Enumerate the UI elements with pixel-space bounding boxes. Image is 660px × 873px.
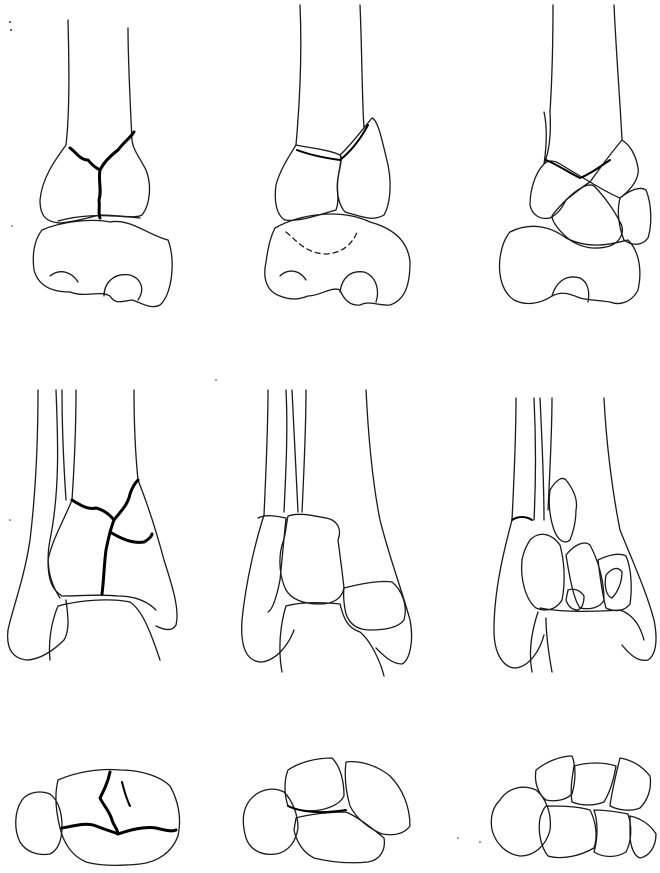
fibula-shaft-line (292, 390, 298, 512)
speck (9, 21, 11, 23)
fracture-line (72, 480, 138, 520)
scan-specks (9, 21, 481, 843)
speck (457, 837, 459, 839)
fibula-shaft-line (62, 390, 66, 500)
comminuted-fragment-3 (566, 543, 604, 609)
fracture-line-vertical (102, 520, 114, 594)
panel-r2-c1 (8, 390, 177, 660)
lateral-fragment (344, 581, 406, 630)
talus-outline (265, 214, 410, 305)
comminuted-fragment-2 (522, 534, 565, 610)
panel-r2-c2 (242, 390, 412, 676)
talus-outline (49, 600, 160, 660)
talus-notch-left (280, 271, 306, 280)
fibula-section (16, 792, 62, 855)
fracture-line-sagittal (100, 772, 118, 834)
fracture-line-coronal (62, 824, 176, 834)
fragment-anterolateral (285, 758, 344, 811)
anterior-spike (544, 112, 550, 164)
fragment-anteromedial (345, 762, 410, 835)
comminuted-fragment-6 (605, 568, 622, 598)
panel-r1-c2 (265, 5, 410, 305)
tibia-shaft-outline-right (614, 5, 622, 140)
speck (9, 519, 11, 521)
fracture-branch (110, 532, 152, 542)
speck (10, 29, 12, 31)
panel-r3-c2 (243, 758, 410, 863)
fragment-4 (539, 806, 596, 858)
medial-fragment (275, 145, 341, 220)
fibula-section (243, 789, 298, 854)
medial-fragment (280, 514, 344, 604)
fragment-1 (535, 756, 575, 801)
talus-notch (340, 272, 378, 302)
talus-dome-dashed (286, 230, 358, 254)
fibula-inner-edge (534, 398, 536, 520)
panel-r1-c1 (33, 20, 172, 307)
medial-fragment (530, 161, 590, 218)
fibula-inner-edge (48, 390, 60, 598)
fragment-posterior (294, 812, 384, 863)
fibula-shaft-line (540, 398, 544, 520)
tibia-shaft-outline-right (366, 390, 412, 664)
joint-line (540, 608, 644, 640)
panel-r1-c3 (500, 5, 651, 304)
panel-r3-c3 (491, 756, 656, 858)
fibular-fragment (258, 516, 286, 612)
fracture-line-vertical (99, 170, 100, 218)
tibia-shaft-outline-right (134, 390, 177, 630)
speck (215, 379, 217, 381)
fracture-line (70, 132, 134, 170)
speck (479, 841, 481, 843)
fragment-6 (630, 816, 656, 858)
panel-r2-c3 (494, 398, 656, 672)
row-1 (33, 5, 651, 307)
fracture-edge (288, 806, 346, 812)
talus-outline (33, 220, 172, 306)
talus-outline (280, 603, 384, 676)
row-3 (16, 756, 656, 865)
fibula-outline (494, 398, 544, 668)
tibia-shaft-outline (296, 5, 301, 145)
speck (11, 225, 13, 227)
fragment-2 (571, 763, 616, 805)
fibula-outline (8, 390, 68, 660)
fracture-line-oblique (122, 782, 130, 806)
tibia-plafond-outline (56, 769, 180, 865)
talus-outline (500, 226, 640, 303)
fibula-section (491, 787, 550, 856)
talus-notch-left (50, 272, 78, 282)
tibia-shaft-outline (550, 5, 553, 112)
comminuted-fragment-5 (566, 589, 584, 610)
fragment-5 (594, 810, 631, 857)
tibia-shaft-outline (302, 390, 306, 512)
row-2 (8, 390, 656, 676)
comminuted-fragment-1 (549, 478, 576, 541)
fracture-edge (512, 517, 532, 520)
panel-r3-c1 (16, 769, 180, 865)
tibia-shaft-outline-right (604, 398, 656, 660)
tibia-shaft-outline-right (360, 5, 364, 128)
fibular-side-fragment (618, 188, 650, 244)
fracture-edge (297, 125, 368, 160)
tibia-shaft-outline (40, 20, 149, 223)
fibula-inner (284, 390, 287, 512)
